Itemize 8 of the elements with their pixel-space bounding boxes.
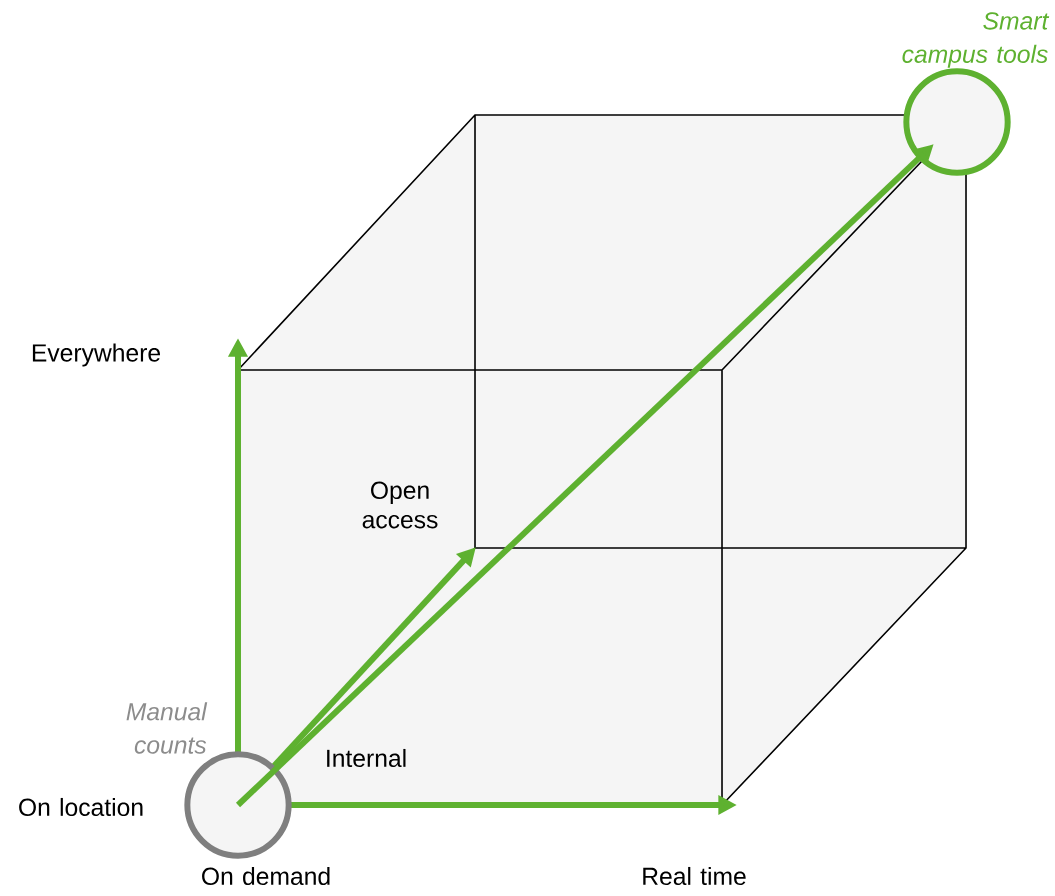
axis-label: Internal bbox=[327, 748, 406, 768]
axis-label: On location bbox=[19, 797, 143, 817]
axis-label: Real time bbox=[643, 866, 746, 886]
axis-label: Everywhere bbox=[32, 343, 160, 367]
caption-text: Manual counts bbox=[126, 702, 208, 754]
circle-marker bbox=[903, 68, 1011, 176]
caption-text: Smart campus tools bbox=[902, 12, 1050, 68]
axis-label: Open access bbox=[362, 481, 438, 529]
